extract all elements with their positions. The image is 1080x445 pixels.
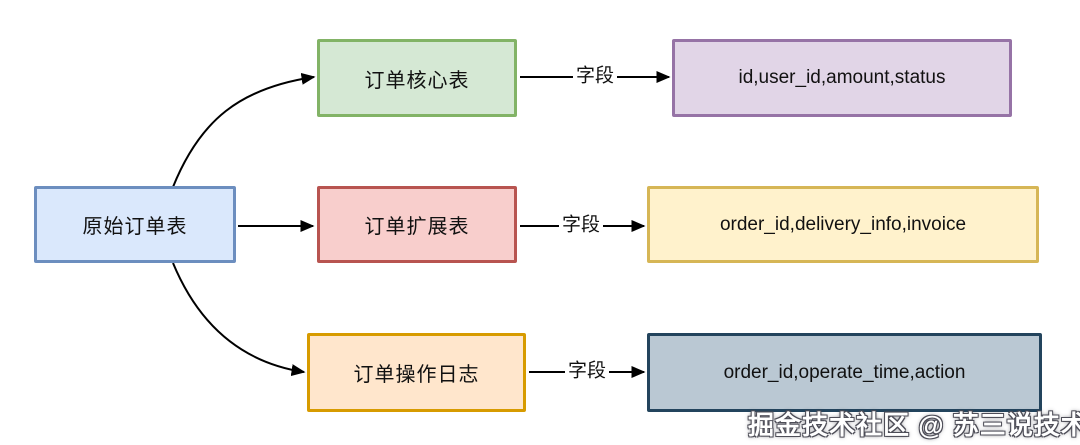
node-original-order-table: 原始订单表 xyxy=(34,186,236,263)
edge-label-fields-log: 字段 xyxy=(564,361,610,383)
node-label: 订单核心表 xyxy=(364,69,470,92)
edge-label-fields-core: 字段 xyxy=(572,66,618,88)
node-order-extension-fields: order_id,delivery_info,invoice xyxy=(647,186,1039,263)
node-label: 订单操作日志 xyxy=(353,364,480,386)
node-label: order_id,delivery_info,invoice xyxy=(719,213,967,235)
node-order-operation-log-fields: order_id,operate_time,action xyxy=(647,333,1042,412)
node-order-extension-table: 订单扩展表 xyxy=(317,186,517,263)
node-label: id,user_id,amount,status xyxy=(738,67,946,88)
node-order-operation-log: 订单操作日志 xyxy=(307,333,526,412)
edge-source-to-core xyxy=(172,72,316,188)
edge-label-fields-ext: 字段 xyxy=(558,215,604,237)
node-label: 原始订单表 xyxy=(82,216,188,238)
watermark: 掘金技术社区 @ 苏三说技术 xyxy=(748,410,1080,440)
node-label: 订单扩展表 xyxy=(364,216,470,238)
edge-source-to-log xyxy=(172,262,306,377)
node-order-core-fields: id,user_id,amount,status xyxy=(672,39,1012,117)
node-order-core-table: 订单核心表 xyxy=(317,39,517,117)
node-label: order_id,operate_time,action xyxy=(723,361,966,383)
